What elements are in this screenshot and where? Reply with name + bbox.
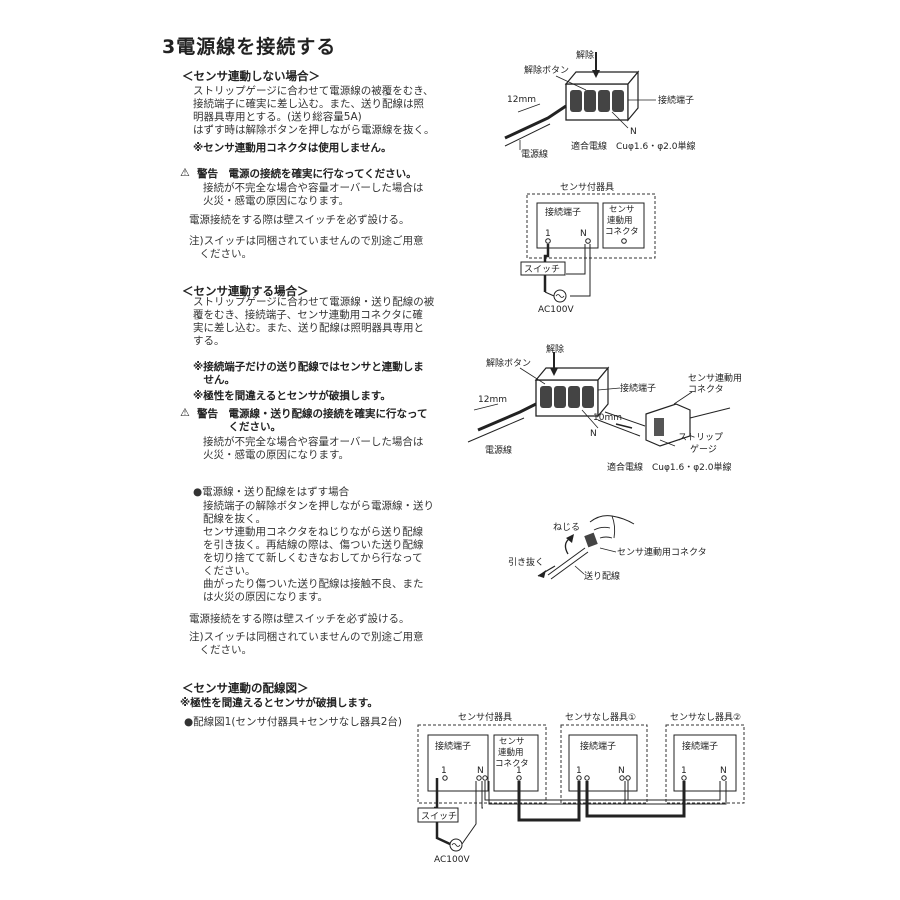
diagram5-one-2: 1	[576, 766, 582, 776]
diagram5-terminal-1: 接続端子	[435, 740, 471, 752]
diagram3-n: N	[590, 429, 597, 439]
section3-body: 接続端子の解除ボタンを押しながら電源線・送り 配線を抜く。 センサ連動用コネクタ…	[203, 500, 434, 603]
diagram2-one: 1	[545, 229, 551, 239]
section4-warning: ※極性を間違えるとセンサが破損します。	[180, 697, 378, 709]
diagram5-connector-line3: コネクタ	[495, 759, 529, 769]
diagram2-connector-line1: センサ	[609, 205, 635, 215]
section2-note1: ※接続端子だけの送り配線ではセンサと連動しま せん。	[193, 361, 424, 386]
diagram5-box2: センサなし器具①	[565, 712, 636, 723]
diagram3-release-button: 解除ボタン	[486, 357, 531, 369]
diagram3-len12: 12mm	[478, 395, 507, 405]
section4-item: ●配線図1(センサ付器具+センサなし器具2台)	[184, 716, 403, 728]
section2-warning-body: 接続が不完全な場合や容量オーバーした場合は 火災・感電の原因になります。	[203, 436, 424, 461]
diagram3-len10: 10mm	[593, 413, 622, 423]
diagram5-box3: センサなし器具②	[670, 712, 741, 723]
diagram4-twist: ねじる	[553, 522, 580, 533]
section2-note2: ※極性を間違えるとセンサが破損します。	[193, 390, 391, 402]
section1-para1: ストリップゲージに合わせて電源線の被覆をむき、 接続端子に確実に差し込む。また、…	[193, 85, 435, 136]
diagram3-connector	[615, 391, 693, 447]
section3-para2: 電源接続をする際は壁スイッチを必ず設ける。	[189, 613, 410, 625]
diagram1-n: N	[630, 127, 637, 137]
diagram4-hand	[537, 515, 635, 580]
diagram5-ac: AC100V	[434, 855, 470, 865]
diagram5-switch: スイッチ	[421, 811, 457, 822]
warning-icon: ⚠	[180, 406, 190, 419]
diagram1-wire-label: 電源線	[521, 148, 548, 160]
diagram3-wires	[467, 402, 731, 443]
diagram5-connector-line1: センサ	[499, 737, 525, 747]
diagram5-n-3: N	[720, 766, 727, 776]
diagram5-n-1: N	[477, 766, 484, 776]
diagram1-release-top: 解除	[576, 49, 594, 61]
diagram1-terminal-block	[555, 52, 656, 129]
diagram2-box-label: センサ付器具	[560, 182, 614, 193]
diagram5-box1: センサ付器具	[458, 712, 512, 723]
section1-note2: 注)スイッチは同梱されていませんので別途ご用意 ください。	[189, 235, 424, 260]
section1-warning: 警告 電源の接続を確実に行なってください。	[197, 168, 417, 180]
diagram3-gauge-line1: ストリップ	[678, 432, 723, 443]
diagram5-wires	[417, 778, 727, 852]
diagram3-wire-label: 電源線	[485, 444, 512, 456]
diagram1-spec: 適合電線 Cuφ1.6・φ2.0単線	[571, 140, 696, 152]
diagram2-n: N	[580, 229, 587, 239]
diagram2-connector-line2: 連動用	[607, 215, 633, 226]
diagram5-boxes	[417, 724, 745, 804]
diagram5-one-c: 1	[516, 766, 522, 776]
diagram4-connector: センサ連動用コネクタ	[617, 546, 707, 558]
diagram4-feed: 送り配線	[584, 570, 620, 582]
section1-heading: ＜センサ連動しない場合＞	[182, 69, 320, 83]
diagram2-connector-line3: コネクタ	[605, 227, 639, 237]
diagram1-terminal: 接続端子	[658, 94, 694, 106]
diagram5-terminal-2: 接続端子	[580, 740, 616, 752]
diagram1-length: 12mm	[507, 95, 536, 105]
diagram5-n-2: N	[618, 766, 625, 776]
diagram1-release-button: 解除ボタン	[524, 64, 569, 76]
diagram3-release-top: 解除	[546, 343, 564, 355]
diagram4-pull: 引き抜く	[508, 556, 544, 568]
section2-warning: 警告 電源線・送り配線の接続を確実に行なって ください。	[197, 408, 428, 433]
diagram3-connector-line2: コネクタ	[688, 384, 724, 395]
warning-icon: ⚠	[180, 166, 190, 179]
diagram5-terminals	[442, 775, 727, 781]
section3-note2: 注)スイッチは同梱されていませんので別途ご用意 ください。	[189, 631, 424, 656]
diagram2-fixture	[520, 193, 656, 303]
section4-heading: ＜センサ連動の配線図＞	[182, 681, 309, 695]
section2-para1: ストリップゲージに合わせて電源線・送り配線の被 覆をむき、接続端子、センサ連動用…	[193, 296, 435, 347]
diagram5-one-1: 1	[441, 766, 447, 776]
section3-bullet: ●電源線・送り配線をはずす場合	[193, 486, 350, 498]
diagram3-terminal-block	[519, 352, 621, 429]
diagram3-gauge-line2: ゲージ	[690, 443, 717, 455]
diagram3-connector-line1: センサ連動用	[688, 372, 742, 384]
diagram5-terminal-3: 接続端子	[682, 740, 718, 752]
diagram3-spec: 適合電線 Cuφ1.6・φ2.0単線	[607, 461, 732, 473]
diagram2-terminal: 接続端子	[545, 206, 581, 218]
page-title: 3電源線を接続する	[162, 36, 337, 58]
diagram2-ac: AC100V	[538, 305, 574, 315]
diagram1-wire	[504, 103, 567, 150]
diagram2-switch: スイッチ	[524, 264, 560, 275]
section1-warning-body: 接続が不完全な場合や容量オーバーした場合は 火災・感電の原因になります。	[203, 182, 424, 207]
section1-note1: ※センサ連動用コネクタは使用しません。	[193, 142, 392, 154]
diagram3-terminal: 接続端子	[620, 382, 656, 394]
diagram5-one-3: 1	[681, 766, 687, 776]
section1-para2: 電源接続をする際は壁スイッチを必ず設ける。	[189, 214, 410, 226]
diagram5-connector-line2: 連動用	[498, 747, 524, 758]
section2-heading: ＜センサ連動する場合＞	[182, 284, 309, 298]
